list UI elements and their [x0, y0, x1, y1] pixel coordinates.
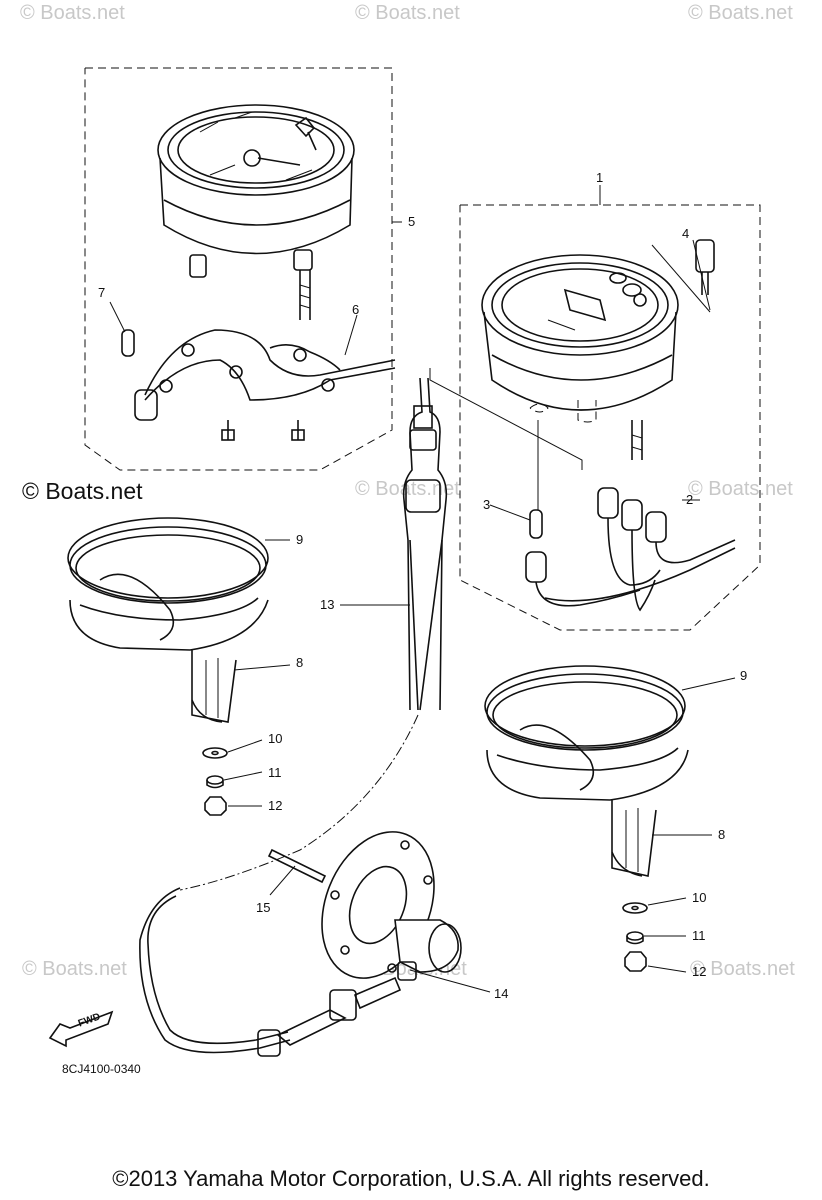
gauge-5	[157, 104, 355, 320]
o-ring-9-left	[67, 517, 269, 599]
callout-11-right: 11	[692, 928, 706, 943]
callout-11: 11	[268, 765, 282, 780]
watermark: © Boats.net	[355, 478, 460, 500]
callout-15: 15	[256, 900, 271, 915]
callout-2: 2	[686, 492, 694, 507]
watermark: © Boats.net	[688, 478, 793, 500]
callout-7: 7	[98, 285, 106, 300]
callout-3: 3	[483, 497, 491, 512]
o-ring-9-right	[484, 665, 686, 747]
callout-9-right: 9	[740, 668, 748, 683]
wire-harness-6	[121, 314, 396, 441]
washer-10-right	[622, 902, 648, 914]
callout-13: 13	[320, 597, 335, 612]
callout-12: 12	[268, 798, 283, 813]
diagram-code: 8CJ4100-0340	[62, 1062, 141, 1076]
callout-8: 8	[296, 655, 304, 670]
watermark: © Boats.net	[22, 958, 127, 980]
watermark: © Boats.net	[20, 2, 125, 24]
callout-8-right: 8	[718, 827, 726, 842]
washer-11-right	[626, 931, 644, 945]
nut-12-right	[624, 951, 647, 972]
callout-1: 1	[596, 170, 604, 185]
bracket-right-8	[486, 673, 689, 877]
leader-lines	[109, 301, 736, 993]
callout-5: 5	[408, 214, 416, 229]
cable-lower	[139, 887, 402, 1057]
callout-12-right: 12	[692, 964, 707, 979]
callout-6: 6	[352, 302, 360, 317]
nut-12-left	[204, 796, 227, 816]
callout-14: 14	[494, 986, 509, 1001]
callout-10-right: 10	[692, 890, 707, 905]
copyright-footer: ©2013 Yamaha Motor Corporation, U.S.A. A…	[112, 1166, 710, 1191]
group-1-boundary	[459, 204, 761, 631]
washer-10-left	[202, 747, 228, 759]
fwd-arrow-icon	[48, 1010, 114, 1048]
watermark: © Boats.net	[355, 2, 460, 24]
wire-harness-2	[525, 487, 736, 612]
pin-15	[267, 848, 327, 896]
bracket-left-8	[69, 526, 269, 723]
watermark-dark: © Boats.net	[22, 478, 143, 504]
callout-9: 9	[296, 532, 304, 547]
reset-knob-4	[651, 239, 715, 313]
callout-4: 4	[682, 226, 690, 241]
watermark: © Boats.net	[688, 2, 793, 24]
callout-10: 10	[268, 731, 283, 746]
gauge-1	[481, 254, 679, 460]
watermark: © Boats.net	[690, 958, 795, 980]
cable-13	[179, 377, 448, 891]
speed-sensor-14	[321, 831, 462, 981]
washer-11-left	[206, 775, 224, 789]
group-5-boundary	[84, 67, 393, 471]
